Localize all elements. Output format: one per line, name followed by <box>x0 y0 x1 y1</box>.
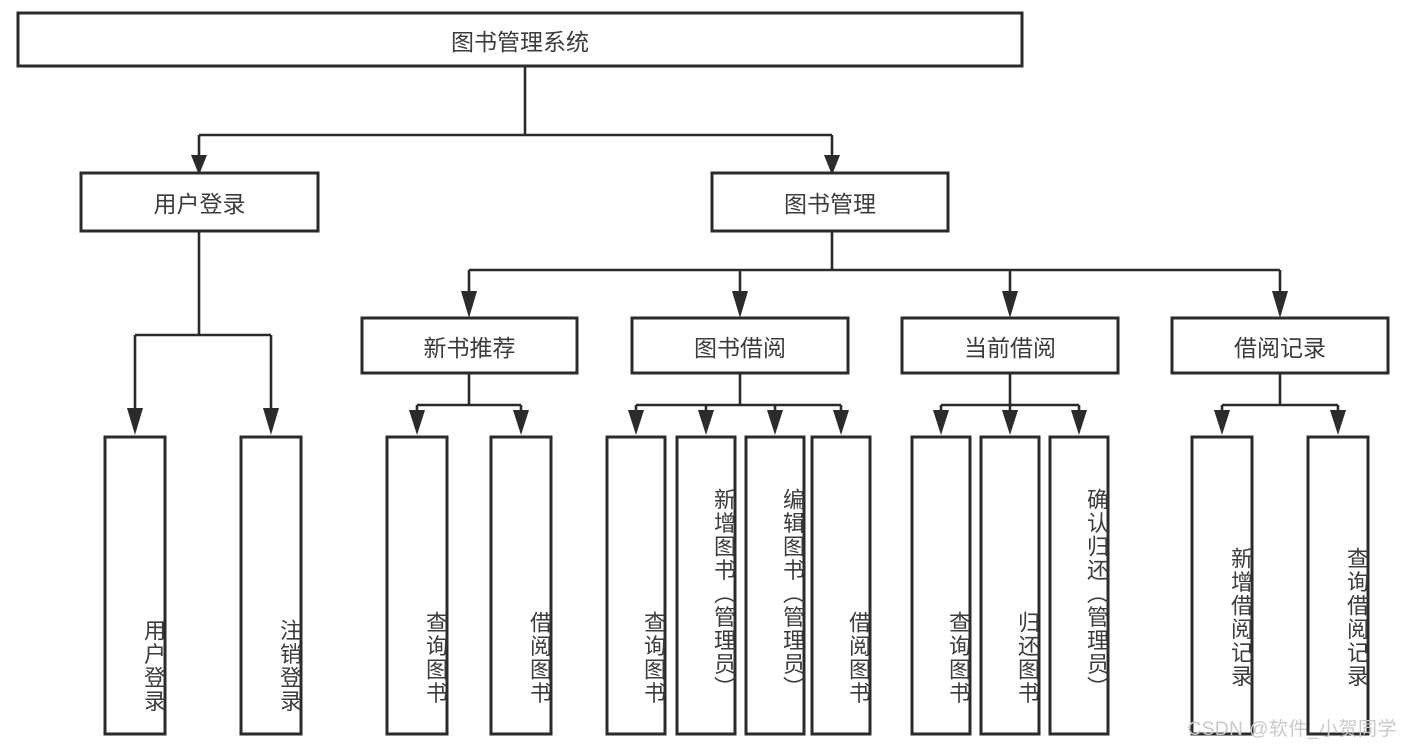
node-box-leaf-edit-book[interactable] <box>744 435 806 736</box>
node-box-leaf-confirm-return[interactable] <box>1048 435 1110 736</box>
node-box-leaf-borrow-book-2[interactable] <box>810 435 872 736</box>
arrow-head-leaf-borrow-book-1 <box>513 410 529 435</box>
arrow-head-leaf-query-record <box>1330 410 1346 435</box>
node-box-leaf-query-book-3[interactable] <box>910 435 972 736</box>
arrow-head-leaf-add-book <box>698 410 714 435</box>
node-box-leaf-borrow-book-1[interactable] <box>489 435 553 736</box>
arrow-head-leaf-user-logout <box>263 408 279 435</box>
node-box-leaf-query-book-2[interactable] <box>605 435 667 736</box>
arrow-head-book-borrow <box>732 291 748 318</box>
arrow-head-leaf-query-book-3 <box>933 410 949 435</box>
arrow-head-leaf-return-book <box>1002 410 1018 435</box>
arrow-head-leaf-query-book-2 <box>628 410 644 435</box>
watermark-label: CSDN @软件_小贺同学 <box>1187 719 1397 740</box>
arrow-head-leaf-query-book-1 <box>409 410 425 435</box>
node-box-root[interactable] <box>16 11 1024 68</box>
connector-group-book-borrow-to-leaves <box>628 373 849 435</box>
arrow-head-new-book-recommend <box>461 291 477 318</box>
arrow-head-leaf-edit-book <box>767 410 783 435</box>
node-box-leaf-query-record[interactable] <box>1306 435 1370 736</box>
node-box-leaf-query-book-1[interactable] <box>385 435 449 736</box>
node-box-book-borrow[interactable] <box>630 316 850 375</box>
node-box-leaf-user-logout[interactable] <box>239 435 303 736</box>
node-box-current-borrow[interactable] <box>900 316 1120 375</box>
node-box-leaf-return-book[interactable] <box>979 435 1041 736</box>
connector-group-user-login-to-leaves <box>127 231 279 435</box>
arrow-head-borrow-record <box>1272 291 1288 318</box>
arrow-head-book-manage <box>824 155 840 175</box>
node-box-leaf-add-record[interactable] <box>1190 435 1254 736</box>
connector-group-new-book-recommend-to-leaves <box>409 373 529 435</box>
arrow-head-leaf-add-record <box>1214 410 1230 435</box>
connector-group-book-manage-to-level2 <box>461 231 1288 318</box>
node-box-leaf-user-login[interactable] <box>103 435 167 736</box>
connector-group-root-to-level1 <box>191 66 840 175</box>
arrow-head-current-borrow <box>1002 291 1018 318</box>
arrow-head-leaf-user-login <box>127 408 143 435</box>
connector-group-current-borrow-to-leaves <box>933 373 1087 435</box>
node-box-leaf-add-book[interactable] <box>675 435 737 736</box>
arrow-head-leaf-confirm-return <box>1071 410 1087 435</box>
node-box-user-login[interactable] <box>79 171 320 233</box>
node-box-book-manage[interactable] <box>710 171 950 233</box>
node-box-borrow-record[interactable] <box>1170 316 1390 375</box>
node-box-new-book-recommend[interactable] <box>360 316 579 375</box>
arrow-head-user-login <box>191 155 207 175</box>
arrow-head-leaf-borrow-book-2 <box>833 410 849 435</box>
connector-group-borrow-record-to-leaves <box>1214 373 1346 435</box>
